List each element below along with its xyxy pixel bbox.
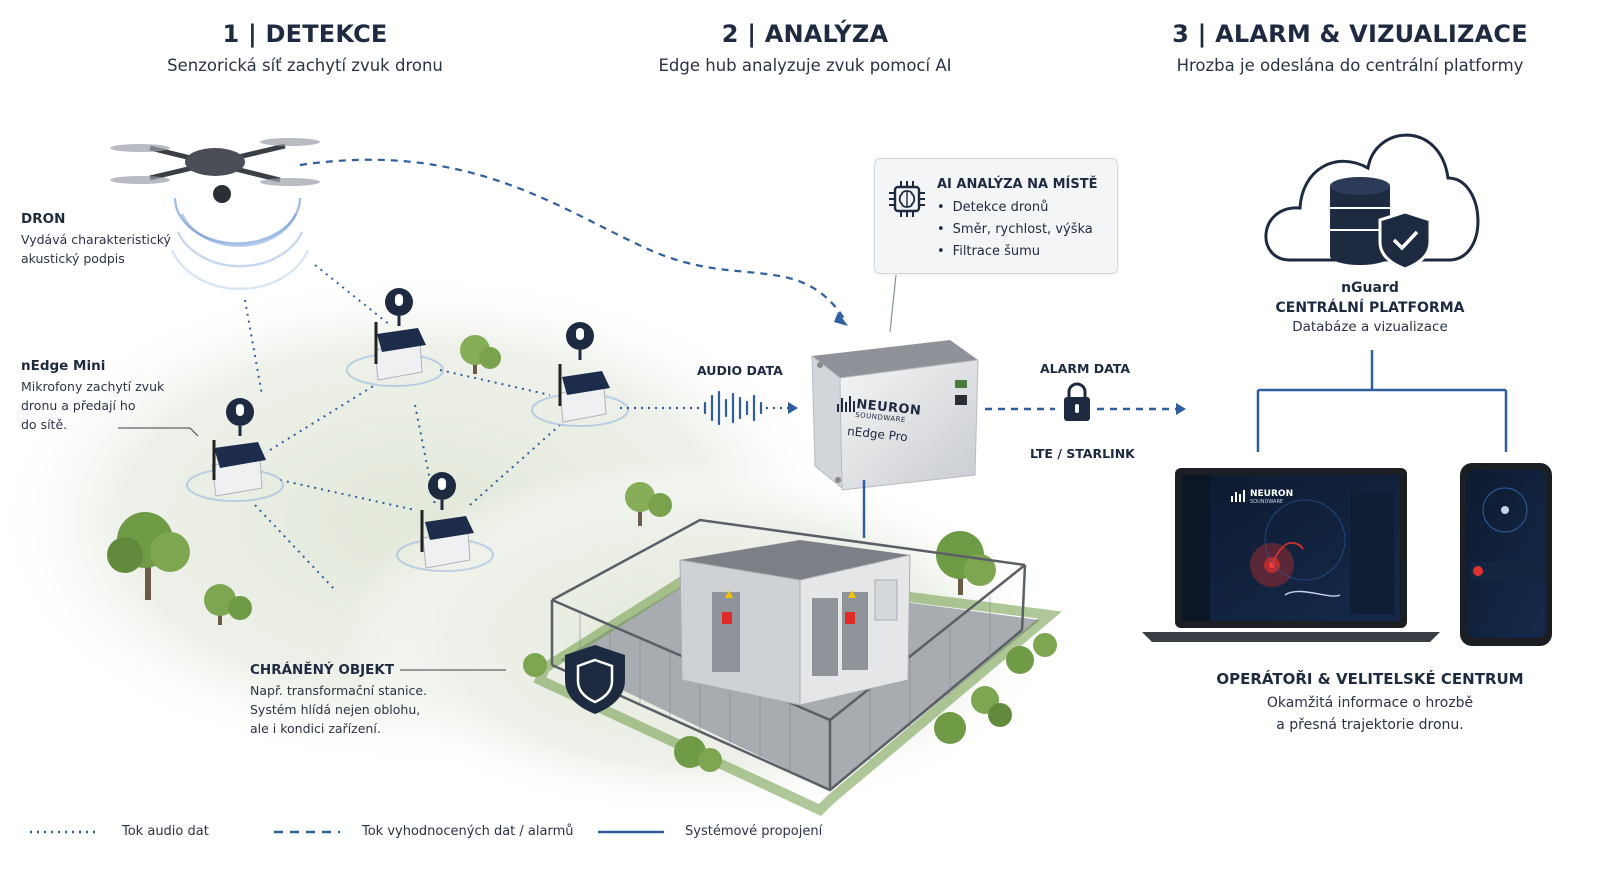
ai-box-title: AI ANALÝZA NA MÍSTĚ (937, 177, 1098, 192)
step-2-subtitle: Edge hub analyzuje zvuk pomocí AI (658, 56, 952, 75)
arrow-head-icon (1176, 403, 1186, 415)
mini-title: nEdge Mini (21, 358, 106, 374)
legend-alarm: Tok vyhodnocených dat / alarmů (362, 824, 574, 839)
legend-audio: Tok audio dat (122, 824, 209, 839)
ai-box-item: Filtrace šumu (937, 241, 1093, 263)
phone-device (1460, 463, 1552, 646)
edge-hub-device (811, 340, 979, 491)
operators-label: OPERÁTOŘI & VELITELSKÉ CENTRUM Okamžitá … (1170, 670, 1570, 736)
audio-data-label: AUDIO DATA (697, 363, 783, 378)
ai-analysis-card: AI ANALÝZA NA MÍSTĚ Detekce dronů Směr, … (874, 158, 1118, 274)
drone-desc-1: Vydává charakteristický (21, 232, 171, 247)
screen-brand: NEURON SOUNDWARE (1250, 489, 1294, 506)
screen-brand-name: NEURON (1250, 489, 1294, 499)
platform-desc: Databáze a vizualizace (1292, 319, 1448, 335)
arrow-head-icon (788, 402, 798, 414)
shield-icon (565, 645, 625, 714)
sensor-unit-icon (346, 288, 444, 387)
step-1-title: 1 | DETEKCE (222, 20, 388, 48)
neuron-logo-icon (837, 396, 855, 412)
arrow-head-icon (834, 312, 848, 326)
ai-box-item: Detekce dronů (937, 197, 1093, 219)
ai-box-connector (889, 274, 897, 333)
step-3-title: 3 | ALARM & VIZUALIZACE (1172, 20, 1528, 48)
step-1: 1 | DETEKCE Senzorická síť zachytí zvuk … (150, 20, 460, 75)
mini-desc-3: do sítě. (21, 417, 68, 432)
drone-desc-2: akustický podpis (21, 251, 125, 266)
laptop-device (1142, 468, 1440, 642)
tree-icon (204, 584, 252, 625)
tree-icon (625, 482, 672, 526)
sensor-unit-icon (186, 398, 284, 502)
operators-desc-2: a přesná trajektorie dronu. (1276, 717, 1464, 733)
tree-icon (107, 512, 190, 600)
ai-box-item: Směr, rychlost, výška (937, 219, 1093, 241)
sensor-unit-icon (396, 472, 494, 572)
drone-to-hub-flow (299, 158, 846, 321)
mini-desc-2: dronu a předají ho (21, 398, 136, 413)
protected-desc-2: Systém hlídá nejen oblohu, (250, 702, 421, 717)
tree-icon (460, 335, 501, 374)
sound-wave-icon (703, 390, 763, 426)
legend-system: Systémové propojení (685, 824, 823, 839)
operators-desc-1: Okamžitá informace o hrozbě (1266, 695, 1474, 711)
database-icon (1330, 177, 1390, 265)
protected-title: CHRÁNĚNÝ OBJEKT (250, 662, 395, 678)
mini-desc-1: Mikrofony zachytí zvuk (21, 379, 165, 394)
drone-label: DRON Vydává charakteristický akustický p… (21, 211, 171, 268)
step-3-subtitle: Hrozba je odeslána do centrální platform… (1176, 56, 1524, 75)
bushes (523, 633, 1057, 772)
drone-icon (110, 138, 320, 291)
sensor-unit-icon (531, 322, 629, 427)
step-3: 3 | ALARM & VIZUALIZACE Hrozba je odeslá… (1160, 20, 1540, 75)
ai-chip-icon (889, 181, 925, 217)
operators-title: OPERÁTOŘI & VELITELSKÉ CENTRUM (1216, 670, 1524, 688)
screen-logo-icon (1231, 490, 1245, 502)
platform-title: CENTRÁLNÍ PLATFORMA (1275, 300, 1465, 316)
mini-leader-line-2 (189, 427, 199, 437)
step-2: 2 | ANALÝZA Edge hub analyzuje zvuk pomo… (640, 20, 970, 75)
step-1-subtitle: Senzorická síť zachytí zvuk dronu (167, 56, 443, 75)
alarm-data-label: ALARM DATA (1040, 361, 1131, 376)
lte-starlink-label: LTE / STARLINK (1030, 446, 1135, 461)
platform-name: nGuard (1341, 280, 1399, 296)
lock-icon (1064, 382, 1090, 421)
protected-desc-3: ale i kondici zařízení. (250, 721, 381, 736)
platform-links (1256, 350, 1508, 452)
step-2-title: 2 | ANALÝZA (721, 20, 889, 48)
mini-label: nEdge Mini Mikrofony zachytí zvuk dronu … (21, 358, 164, 434)
platform-label: nGuard CENTRÁLNÍ PLATFORMA Databáze a vi… (1255, 280, 1485, 337)
shield-check-icon (1378, 210, 1432, 271)
protected-label: CHRÁNĚNÝ OBJEKT Např. transformační stan… (250, 662, 427, 738)
protected-desc-1: Např. transformační stanice. (250, 683, 428, 698)
drone-title: DRON (21, 211, 66, 227)
transformer-station (679, 540, 911, 706)
fence (550, 518, 1027, 792)
screen-brand-sub: SOUNDWARE (1250, 499, 1284, 505)
cloud-icon (1264, 133, 1480, 262)
ai-box-list: Detekce dronů Směr, rychlost, výška Filt… (937, 197, 1093, 263)
